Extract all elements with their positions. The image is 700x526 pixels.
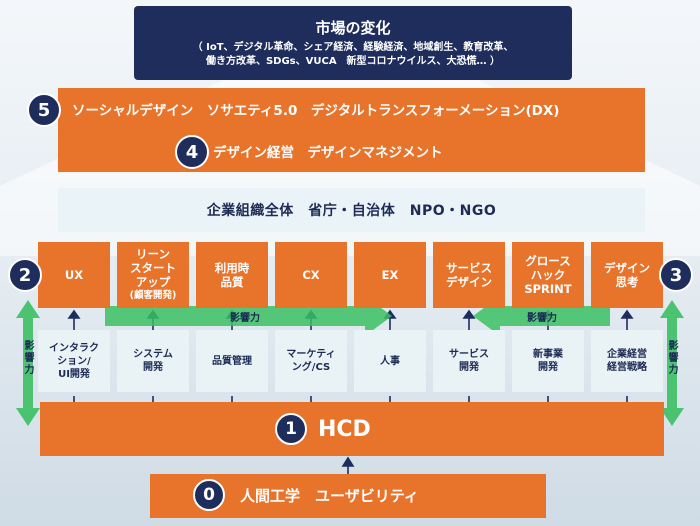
level0-number-circle: 0	[193, 479, 225, 511]
field-line: 開発	[143, 362, 163, 373]
level1-number-circle: 1	[275, 413, 307, 445]
outcome-line: アップ	[135, 275, 171, 289]
outcome-line: デザイン	[604, 261, 650, 275]
field-line: ション/	[57, 355, 91, 367]
outcome-cx: CX	[275, 242, 347, 308]
outcome-line: 思考	[615, 275, 639, 289]
field-interaction-ui: インタラク ション/ UI開発	[38, 330, 110, 392]
field-line: 新事業	[533, 349, 563, 360]
influence-arrow-vertical-right	[660, 300, 684, 426]
field-line: 品質管理	[212, 355, 252, 367]
outcome-line: (顧客開発)	[129, 290, 177, 301]
influence-label-vertical-right: 影響力	[666, 340, 677, 376]
human-factors-label: 人間工学 ユーザビリティ	[240, 486, 419, 505]
outcome-lean-startup: リーン スタート アップ (顧客開発)	[117, 242, 189, 308]
field-line: 開発	[538, 362, 558, 373]
outcome-line: デザイン	[446, 275, 492, 289]
field-line: マーケティ	[286, 349, 336, 360]
level3-number-circle: 3	[659, 258, 693, 292]
field-line: UI開発	[58, 368, 90, 380]
outcome-ux: UX	[38, 242, 110, 308]
market-subtitle-line2: 働き方改革、SDGs、VUCA 新型コロナウイルス、大恐慌… ）	[205, 56, 501, 67]
field-new-business: 新事業 開発	[512, 330, 584, 392]
outcome-line: SPRINT	[524, 282, 572, 296]
field-service-dev: サービス 開発	[433, 330, 505, 392]
outcome-line: 利用時	[214, 261, 250, 275]
field-quality-control: 品質管理	[196, 330, 268, 392]
market-change-box: 市場の変化 （ IoT、デジタル革命、シェア経済、経験経済、地域創生、教育改革、…	[134, 6, 572, 80]
outcome-line: リーン	[136, 247, 170, 261]
level4-number-circle: 4	[175, 135, 209, 169]
field-marketing-cs: マーケティ ング/CS	[275, 330, 347, 392]
field-system-dev: システム 開発	[117, 330, 189, 392]
level5-bar	[58, 88, 645, 132]
level4-label: デザイン経営 デザインマネジメント	[213, 145, 443, 161]
field-line: 開発	[459, 362, 479, 373]
outcome-line: グロース	[525, 254, 571, 268]
influence-label-vertical-left: 影響力	[22, 340, 33, 376]
market-subtitle-line1: （ IoT、デジタル革命、シェア経済、経験経済、地域創生、教育改革、	[192, 42, 514, 53]
level2-number-circle: 2	[8, 258, 42, 292]
field-management-strategy: 企業経営 経営戦略	[591, 330, 663, 392]
outcome-line: ハック	[530, 268, 566, 282]
outcome-line: CX	[302, 268, 320, 282]
outcome-quality-in-use: 利用時 品質	[196, 242, 268, 308]
field-line: 人事	[380, 355, 400, 367]
field-hr: 人事	[354, 330, 426, 392]
level5-number-circle: 5	[27, 93, 61, 127]
field-line: 企業経営	[607, 349, 647, 360]
hcd-bar	[40, 402, 664, 456]
level5-label: ソーシャルデザイン ソサエティ5.0 デジタルトランスフォーメーション(DX)	[72, 103, 560, 119]
hcd-label: HCD	[318, 416, 371, 442]
level4-bar	[58, 130, 645, 172]
outcome-design-thinking: デザイン 思考	[591, 242, 663, 308]
outcome-line: サービス	[446, 261, 492, 275]
field-line: インタラク	[49, 342, 99, 354]
field-line: システム	[133, 349, 173, 360]
influence-arrow-vertical-left	[16, 300, 40, 426]
outcome-growth-hack: グロース ハック SPRINT	[512, 242, 584, 308]
influence-label-right: 影響力	[230, 313, 260, 324]
outcome-ex: EX	[354, 242, 426, 308]
outcome-service-design: サービス デザイン	[433, 242, 505, 308]
outcome-line: スタート	[130, 261, 176, 275]
market-title: 市場の変化	[315, 19, 391, 37]
field-line: 経営戦略	[607, 362, 647, 373]
organization-bar: 企業組織全体 省庁・自治体 NPO・NGO	[58, 188, 645, 232]
outcome-line: EX	[381, 268, 399, 282]
outcome-line: 品質	[220, 275, 244, 289]
field-line: ング/CS	[291, 362, 331, 373]
outcome-line: UX	[64, 268, 84, 282]
field-line: サービス	[449, 349, 489, 360]
influence-label-left: 影響力	[527, 313, 557, 324]
